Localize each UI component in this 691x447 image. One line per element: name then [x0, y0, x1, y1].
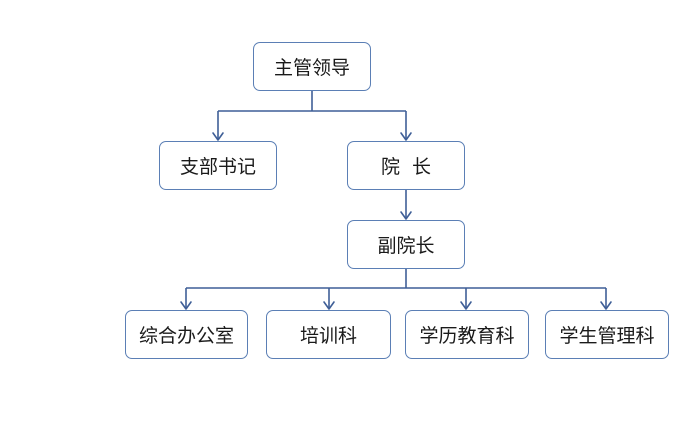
label-dept-student-management: 学生管理科: [559, 325, 655, 347]
box-dept-academic-education: 学历教育科: [405, 310, 529, 359]
label-dept-academic-education: 学历教育科: [419, 325, 515, 347]
label-dept-training: 培训科: [299, 325, 357, 347]
arrow-to-dept-1: [180, 301, 192, 310]
arrow-to-dept-2: [323, 301, 335, 310]
arrow-to-secretary: [212, 132, 224, 141]
box-vice-dean: 副院长: [347, 220, 465, 269]
box-dept-student-management: 学生管理科: [545, 310, 669, 359]
label-dept-general-office: 综合办公室: [138, 325, 234, 347]
arrow-to-vice-dean: [400, 211, 412, 220]
box-secretary: 支部书记: [159, 141, 277, 190]
box-dean: 院 长: [347, 141, 465, 190]
arrow-to-dean: [400, 132, 412, 141]
label-secretary: 支部书记: [179, 156, 256, 178]
box-top-leader: 主管领导: [253, 42, 371, 91]
label-vice-dean: 副院长: [377, 235, 435, 257]
box-dept-general-office: 综合办公室: [125, 310, 248, 359]
arrow-to-dept-4: [600, 301, 612, 310]
box-dept-training: 培训科: [266, 310, 391, 359]
label-dean: 院 长: [380, 156, 432, 178]
arrow-to-dept-3: [460, 301, 472, 310]
label-top-leader: 主管领导: [273, 57, 350, 79]
